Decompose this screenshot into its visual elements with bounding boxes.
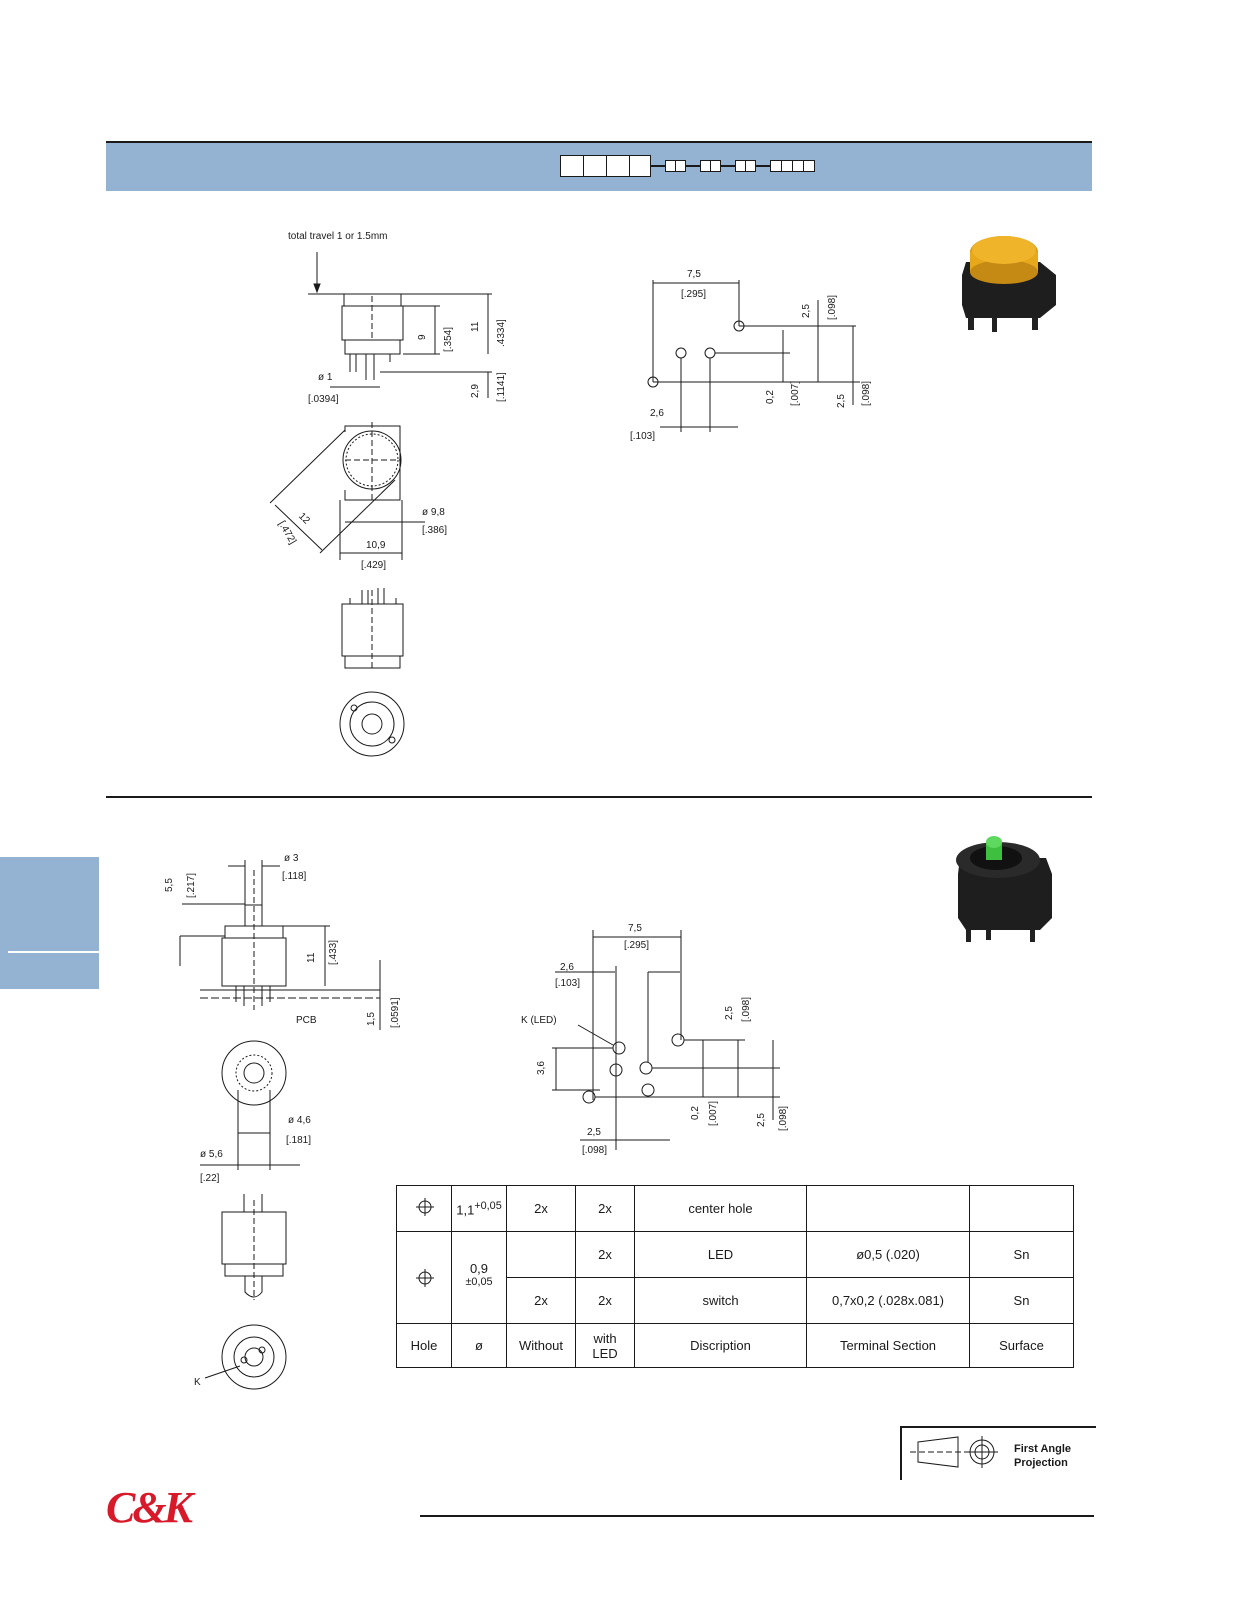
terminal-cell: 0,7x0,2 (.028x.081) [806,1277,970,1324]
dim-15-in: [.0591] [390,997,401,1028]
code-box-4 [629,155,651,177]
pcb-b-dim-75: 7,5 [628,923,642,934]
surface-cell: Sn [969,1231,1074,1278]
description-cell: LED [634,1231,807,1278]
pcb-b-dim-75-in: [.295] [624,940,650,951]
pcb-dim-26: 2,6 [650,408,664,419]
table-header-row: Hole ø Without with LED Discription Term… [396,1323,1074,1368]
dim-29-in: [.1141] [496,372,507,402]
k-led-label: K (LED) [521,1015,557,1026]
dim-phi98-in: [.386] [422,525,448,536]
pcb-b-dim-25c-in: [.098] [582,1145,608,1156]
dim-phi46: ø 4,6 [288,1115,311,1126]
switch-photo-yellow [962,236,1056,332]
pcb-dim-25b-in: [.098] [861,380,872,406]
dim-phi46-in: [.181] [286,1135,312,1146]
surface-cell [969,1185,1074,1232]
pcb-b-dim-25b: 2,5 [756,1113,767,1127]
pcb-dim-25a-in: [.098] [827,294,838,320]
pcb-b-dim-25c: 2,5 [587,1127,601,1138]
pcb-label: PCB [296,1015,317,1026]
dim-11-in: .4334] [496,319,507,347]
with-led-cell: 2x [575,1185,635,1232]
dim-9: 9 [417,334,428,340]
pcb-dim-25a: 2,5 [801,304,812,318]
terminal-cell: ø0,5 (.020) [806,1231,970,1278]
code-box-10 [745,160,756,172]
pcb-b-dim-26: 2,6 [560,962,574,973]
k-label: K [194,1377,201,1388]
dim-11: 11 [470,321,481,332]
dim-29: 2,9 [470,384,481,398]
pcb-dim-25b: 2,5 [836,394,847,408]
pcb-dim-02: 0,2 [765,390,776,404]
header-surface: Surface [969,1323,1074,1368]
table-row: 0,9 ±0,05 2x LED ø0,5 (.020) Sn [396,1231,1074,1324]
header-band [106,141,1092,191]
dim-phi56: ø 5,6 [200,1149,223,1160]
section-side-tab [0,857,99,989]
dim-9-in: [.354] [443,326,454,352]
pcb-dim-75-in: [.295] [681,289,707,300]
dia-cell: 0,9 ±0,05 [451,1231,507,1324]
pcb-b-dim-25a: 2,5 [724,1006,735,1020]
dim-phi98: ø 9,8 [422,507,445,518]
pcb-dim-02-in: [.007] [790,380,801,406]
dia-cell: 1,1+0,05 [451,1185,507,1232]
with-led-cell: 2x [575,1231,635,1278]
code-box-8 [710,160,721,172]
dim-11b-in: [.433] [328,939,339,965]
dim-phi1: ø 1 [318,372,333,383]
header-without: Without [506,1323,576,1368]
description-cell: switch [634,1277,807,1324]
dim-phi1-in: [.0394] [308,394,339,405]
pcb-b-dim-25a-in: [.098] [741,996,752,1022]
header-description: Discription [634,1323,807,1368]
hole-symbol-cell [396,1231,452,1324]
pcb-dim-75: 7,5 [687,269,701,280]
header-with-led: with LED [575,1323,635,1368]
dim-11b: 11 [306,952,317,963]
header-terminal: Terminal Section [806,1323,970,1368]
header-dia: ø [451,1323,507,1368]
dim-15: 1,5 [366,1012,377,1026]
dim-55: 5,5 [164,878,175,892]
switch-photo-led [956,836,1052,942]
dim-109-in: [.429] [361,560,387,571]
surface-cell: Sn [969,1277,1074,1324]
dim-phi56-in: [.22] [200,1173,220,1184]
with-led-cell: 2x [575,1277,635,1324]
code-box-6 [675,160,686,172]
pcb-dim-26-in: [.103] [630,431,656,442]
travel-note: total travel 1 or 1.5mm [288,231,388,242]
ck-logo: C&K [106,1483,193,1532]
dim-109: 10,9 [366,540,386,551]
pcb-b-dim-36: 3,6 [536,1061,547,1075]
pcb-b-dim-25b-in: [.098] [778,1105,789,1131]
code-box-14 [803,160,815,172]
dim-phi3: ø 3 [284,853,299,864]
without-cell: 2x [506,1185,576,1232]
without-cell [506,1231,576,1278]
pcb-b-dim-26-in: [.103] [555,978,581,989]
description-cell: center hole [634,1185,807,1232]
hole-symbol-cell [396,1185,452,1232]
terminal-cell [806,1185,970,1232]
dim-55-in: [.217] [186,872,197,898]
pcb-b-dim-02: 0,2 [690,1106,701,1120]
projection-label: First Angle Projection [1014,1443,1072,1469]
dim-phi3-in: [.118] [282,871,307,882]
header-hole: Hole [396,1323,452,1368]
section-divider [106,796,1092,798]
footer-line [420,1515,1094,1517]
pcb-b-dim-02-in: [.007] [708,1100,719,1126]
terminal-spec-table: 1,1+0,05 2x 2x center hole 0,9 ±0,05 2x … [396,1185,1074,1368]
table-row: 1,1+0,05 2x 2x center hole [396,1185,1074,1232]
projection-box: First Angle Projection [900,1426,1096,1480]
without-cell: 2x [506,1277,576,1324]
